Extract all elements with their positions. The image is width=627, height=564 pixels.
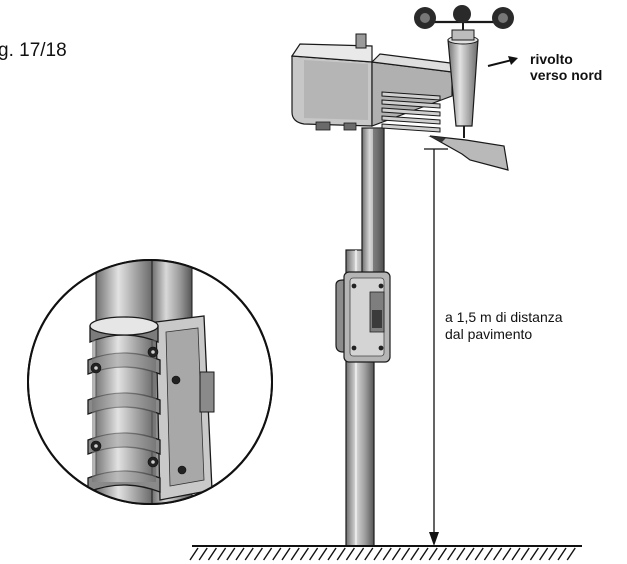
arrow-right-icon bbox=[487, 56, 518, 67]
ground-hatch-mark bbox=[336, 547, 346, 561]
ground-hatch-mark bbox=[539, 547, 549, 561]
ground-hatch-mark bbox=[299, 547, 309, 561]
ground-hatch-mark bbox=[382, 547, 392, 561]
ground-hatch-mark bbox=[345, 547, 355, 561]
north-label-line1: rivolto bbox=[530, 51, 573, 67]
ground-hatch-mark bbox=[217, 547, 227, 561]
height-distance-label: a 1,5 m di distanza dal pavimento bbox=[445, 309, 563, 343]
ground-hatch-mark bbox=[244, 547, 254, 561]
ground-hatch-mark bbox=[309, 547, 319, 561]
ground-hatch-mark bbox=[290, 547, 300, 561]
ground-hatch-mark bbox=[520, 547, 530, 561]
ground-hatch-mark bbox=[263, 547, 273, 561]
ground-hatch-mark bbox=[364, 547, 374, 561]
figure-label: g. 17/18 bbox=[0, 40, 67, 61]
ground-hatch-mark bbox=[253, 547, 263, 561]
ground-hatch-mark bbox=[465, 547, 475, 561]
ground-hatch-mark bbox=[428, 547, 438, 561]
ground-hatch-mark bbox=[529, 547, 539, 561]
ground-hatch-icon bbox=[189, 545, 582, 561]
ground-hatch-mark bbox=[483, 547, 493, 561]
weather-station-icon bbox=[290, 33, 460, 133]
ground-hatch-mark bbox=[511, 547, 521, 561]
ground-hatch-mark bbox=[566, 547, 576, 561]
ground-hatch-mark bbox=[272, 547, 282, 561]
ground-hatch-mark bbox=[189, 547, 199, 561]
arrow-down-icon bbox=[424, 148, 448, 546]
ground-hatch-mark bbox=[327, 547, 337, 561]
ground-hatch-mark bbox=[281, 547, 291, 561]
station-mast bbox=[361, 127, 385, 289]
ground-hatch-mark bbox=[456, 547, 466, 561]
height-label-line1: a 1,5 m di distanza bbox=[445, 309, 563, 325]
ground-hatch-mark bbox=[373, 547, 383, 561]
ground-hatch-mark bbox=[548, 547, 558, 561]
ground-hatch-mark bbox=[419, 547, 429, 561]
ground-hatch-mark bbox=[198, 547, 208, 561]
ground-hatch-mark bbox=[391, 547, 401, 561]
north-orientation-label: rivolto verso nord bbox=[530, 51, 602, 83]
ground-hatch-mark bbox=[410, 547, 420, 561]
ground-hatch-mark bbox=[401, 547, 411, 561]
height-label-line2: dal pavimento bbox=[445, 326, 533, 342]
ground-hatch-mark bbox=[437, 547, 447, 561]
ground-hatch-mark bbox=[557, 547, 567, 561]
north-label-line2: verso nord bbox=[530, 67, 603, 83]
ground-hatch-mark bbox=[447, 547, 457, 561]
ground-hatch-mark bbox=[474, 547, 484, 561]
ground-hatch-mark bbox=[207, 547, 217, 561]
ground-hatch-mark bbox=[355, 547, 365, 561]
ground-hatch-mark bbox=[493, 547, 503, 561]
ground-hatch-mark bbox=[502, 547, 512, 561]
ground-hatch-mark bbox=[318, 547, 328, 561]
ground-hatch-mark bbox=[226, 547, 236, 561]
pole-bracket bbox=[335, 271, 391, 363]
ground-hatch-mark bbox=[235, 547, 245, 561]
anemometer-icon bbox=[414, 5, 514, 171]
mounting-clamp-icon bbox=[27, 259, 273, 505]
